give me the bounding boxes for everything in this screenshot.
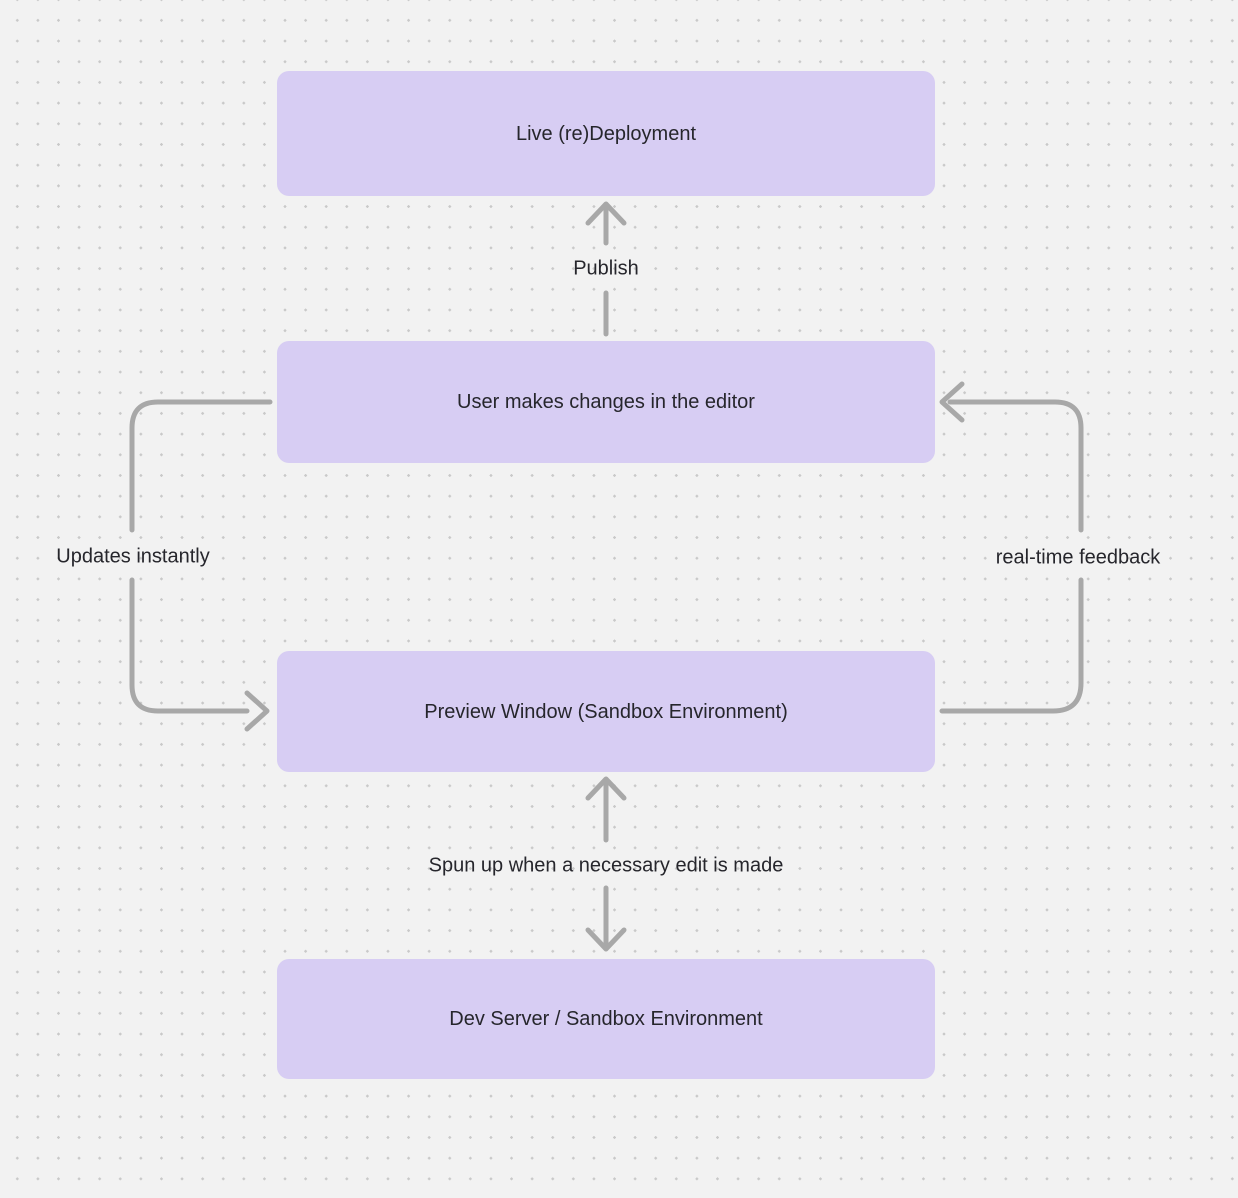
arrowhead-up-icon — [585, 201, 627, 226]
arrowhead-up-icon — [585, 776, 627, 801]
arrowhead-right-icon — [244, 690, 270, 732]
arrowhead-down-icon — [585, 927, 627, 952]
node-label: Preview Window (Sandbox Environment) — [424, 700, 788, 723]
node-label: Dev Server / Sandbox Environment — [449, 1008, 763, 1030]
edge-label-updates-instantly: Updates instantly — [56, 545, 210, 568]
arrowhead-left-icon — [939, 381, 965, 423]
node-preview-window: Preview Window (Sandbox Environment) — [277, 651, 935, 772]
edge-label-spun-up: Spun up when a necessary edit is made — [428, 854, 784, 877]
edge-label-publish: Publish — [573, 257, 639, 280]
node-dev-server: Dev Server / Sandbox Environment — [277, 959, 935, 1079]
edge-label-real-time-feedback: real-time feedback — [995, 546, 1161, 569]
node-editor-changes: User makes changes in the editor — [277, 341, 935, 463]
node-label: Live (re)Deployment — [515, 122, 697, 145]
node-live-deployment: Live (re)Deployment — [277, 71, 935, 196]
node-label: User makes changes in the editor — [457, 391, 755, 413]
